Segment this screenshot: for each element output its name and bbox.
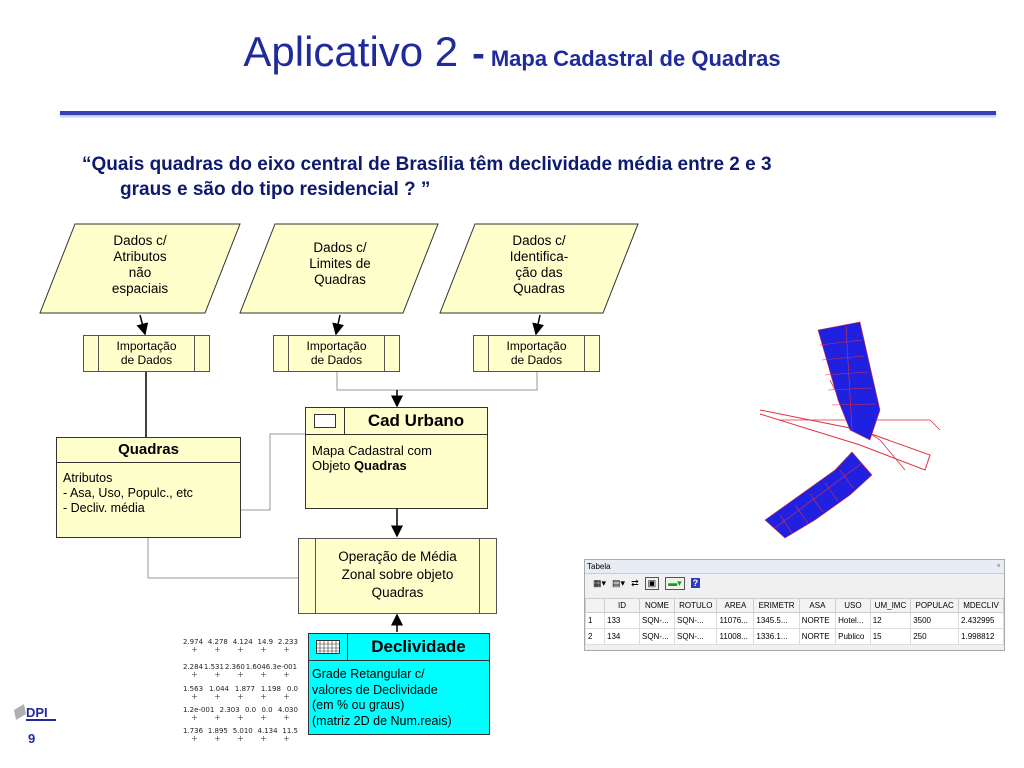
grid-toolbar-icon[interactable]: ▦▾ — [593, 577, 607, 588]
grid-icon — [309, 634, 348, 660]
input-text-3: Dados c/ Identifica- ção das Quadras — [509, 233, 569, 296]
slide-title: Aplicativo 2-Mapa Cadastral de Quadras — [0, 28, 1024, 76]
dpi-logo: DPI — [12, 702, 60, 724]
table-title: Tabela — [585, 560, 1004, 574]
attribute-table-window: Tabela ▫ ▦▾ ▤▾ ⇄ ▣ ▬▾ ? ID NOME ROTULO A… — [584, 559, 1005, 651]
title-main: Aplicativo 2 — [243, 28, 459, 75]
title-subtitle: Mapa Cadastral de Quadras — [490, 46, 781, 71]
columns-toolbar-icon[interactable]: ▤▾ — [612, 577, 626, 588]
rectangle-icon — [306, 408, 345, 434]
question-line-2: graus e são do tipo residencial ? ” — [120, 179, 431, 200]
title-rule — [60, 111, 996, 115]
input-text-1: Dados c/ Atributos não espaciais — [111, 233, 169, 296]
question-text: “Quais quadras do eixo central de Brasíl… — [82, 152, 982, 202]
quadras-header: Quadras — [57, 438, 240, 463]
cad-urbano-box: Cad Urbano Mapa Cadastral com Objeto Qua… — [305, 407, 488, 509]
select-toolbar-icon[interactable]: ▣ — [644, 576, 660, 590]
question-line-1: “Quais quadras do eixo central de Brasíl… — [82, 154, 772, 175]
help-icon[interactable]: ? — [690, 578, 701, 588]
attribute-table: ID NOME ROTULO AREA ERIMETR ASA USO UM_I… — [585, 598, 1004, 645]
declividade-header: Declividade — [371, 637, 466, 656]
input-text-2: Dados c/ Limites de Quadras — [309, 240, 371, 287]
declividade-box: Declividade Grade Retangular c/ valores … — [308, 633, 490, 735]
input-shape-3 — [439, 223, 639, 314]
title-dash: - — [472, 33, 485, 75]
operacao-box: Operação de Média Zonal sobre objeto Qua… — [298, 538, 497, 614]
color-toolbar-icon[interactable]: ▬▾ — [665, 576, 685, 590]
input-shape-2 — [239, 223, 439, 314]
svg-text:DPI: DPI — [26, 705, 48, 720]
export-toolbar-icon[interactable]: ⇄ — [631, 577, 639, 588]
window-restore-icon[interactable]: ▫ — [997, 561, 1000, 570]
input-shape-1 — [39, 223, 241, 314]
map-illustration — [759, 321, 941, 539]
cad-header: Cad Urbano — [367, 411, 465, 430]
table-header-row: ID NOME ROTULO AREA ERIMETR ASA USO UM_I… — [585, 598, 1004, 613]
quadras-box: Quadras Atributos - Asa, Uso, Populc., e… — [56, 437, 241, 538]
page-number: 9 — [28, 731, 36, 746]
table-toolbar: ▦▾ ▤▾ ⇄ ▣ ▬▾ ? — [585, 574, 1004, 592]
